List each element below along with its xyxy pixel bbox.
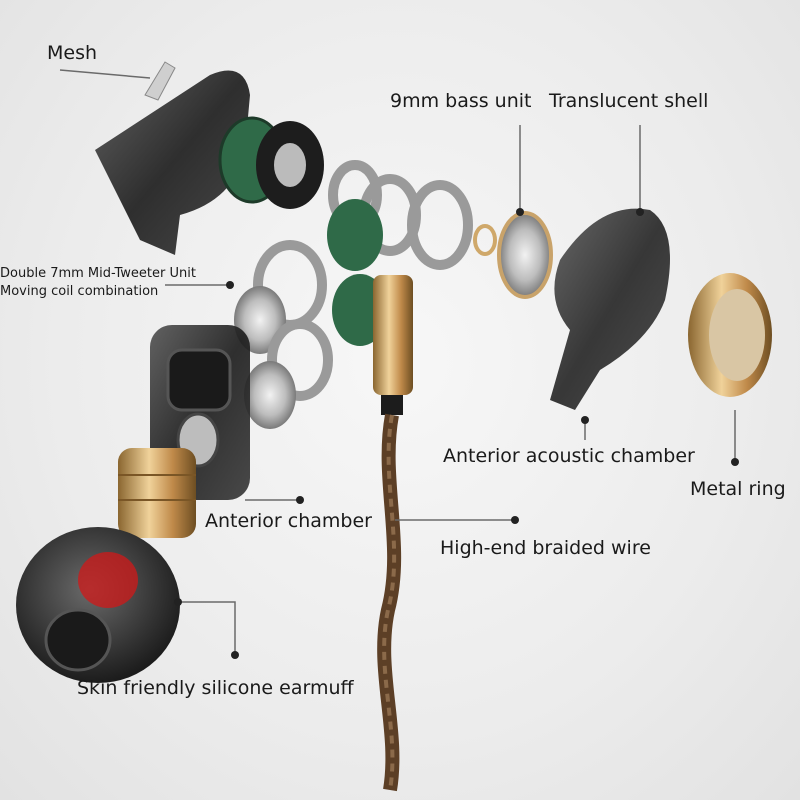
- silicone-ear-tip: [16, 527, 180, 683]
- washer-stack: [328, 160, 497, 270]
- label-braided-wire: High-end braided wire: [440, 537, 651, 559]
- leader-lines: [59, 69, 736, 655]
- label-mid-tweeter-line2: Moving coil combination: [0, 284, 159, 299]
- translucent-shell: [550, 208, 670, 410]
- mesh-shell: [95, 61, 250, 255]
- label-anterior-acoustic-chamber: Anterior acoustic chamber: [443, 445, 695, 467]
- bass-driver-stack: [218, 116, 324, 209]
- label-translucent-shell: Translucent shell: [549, 90, 709, 112]
- metal-ring: [688, 273, 772, 397]
- braided-cable: [373, 275, 413, 792]
- bass-unit: [497, 211, 553, 299]
- label-bass-unit: 9mm bass unit: [390, 90, 532, 112]
- label-anterior-chamber: Anterior chamber: [205, 510, 372, 532]
- gold-nozzle: [118, 448, 196, 538]
- label-mid-tweeter-line1: Double 7mm Mid-Tweeter Unit: [0, 266, 196, 281]
- label-mesh: Mesh: [47, 42, 98, 64]
- label-metal-ring: Metal ring: [690, 478, 786, 500]
- label-silicone-earmuff: Skin friendly silicone earmuff: [77, 677, 354, 699]
- mid-tweeter-drivers: [234, 199, 388, 429]
- leader-dots: [174, 208, 739, 659]
